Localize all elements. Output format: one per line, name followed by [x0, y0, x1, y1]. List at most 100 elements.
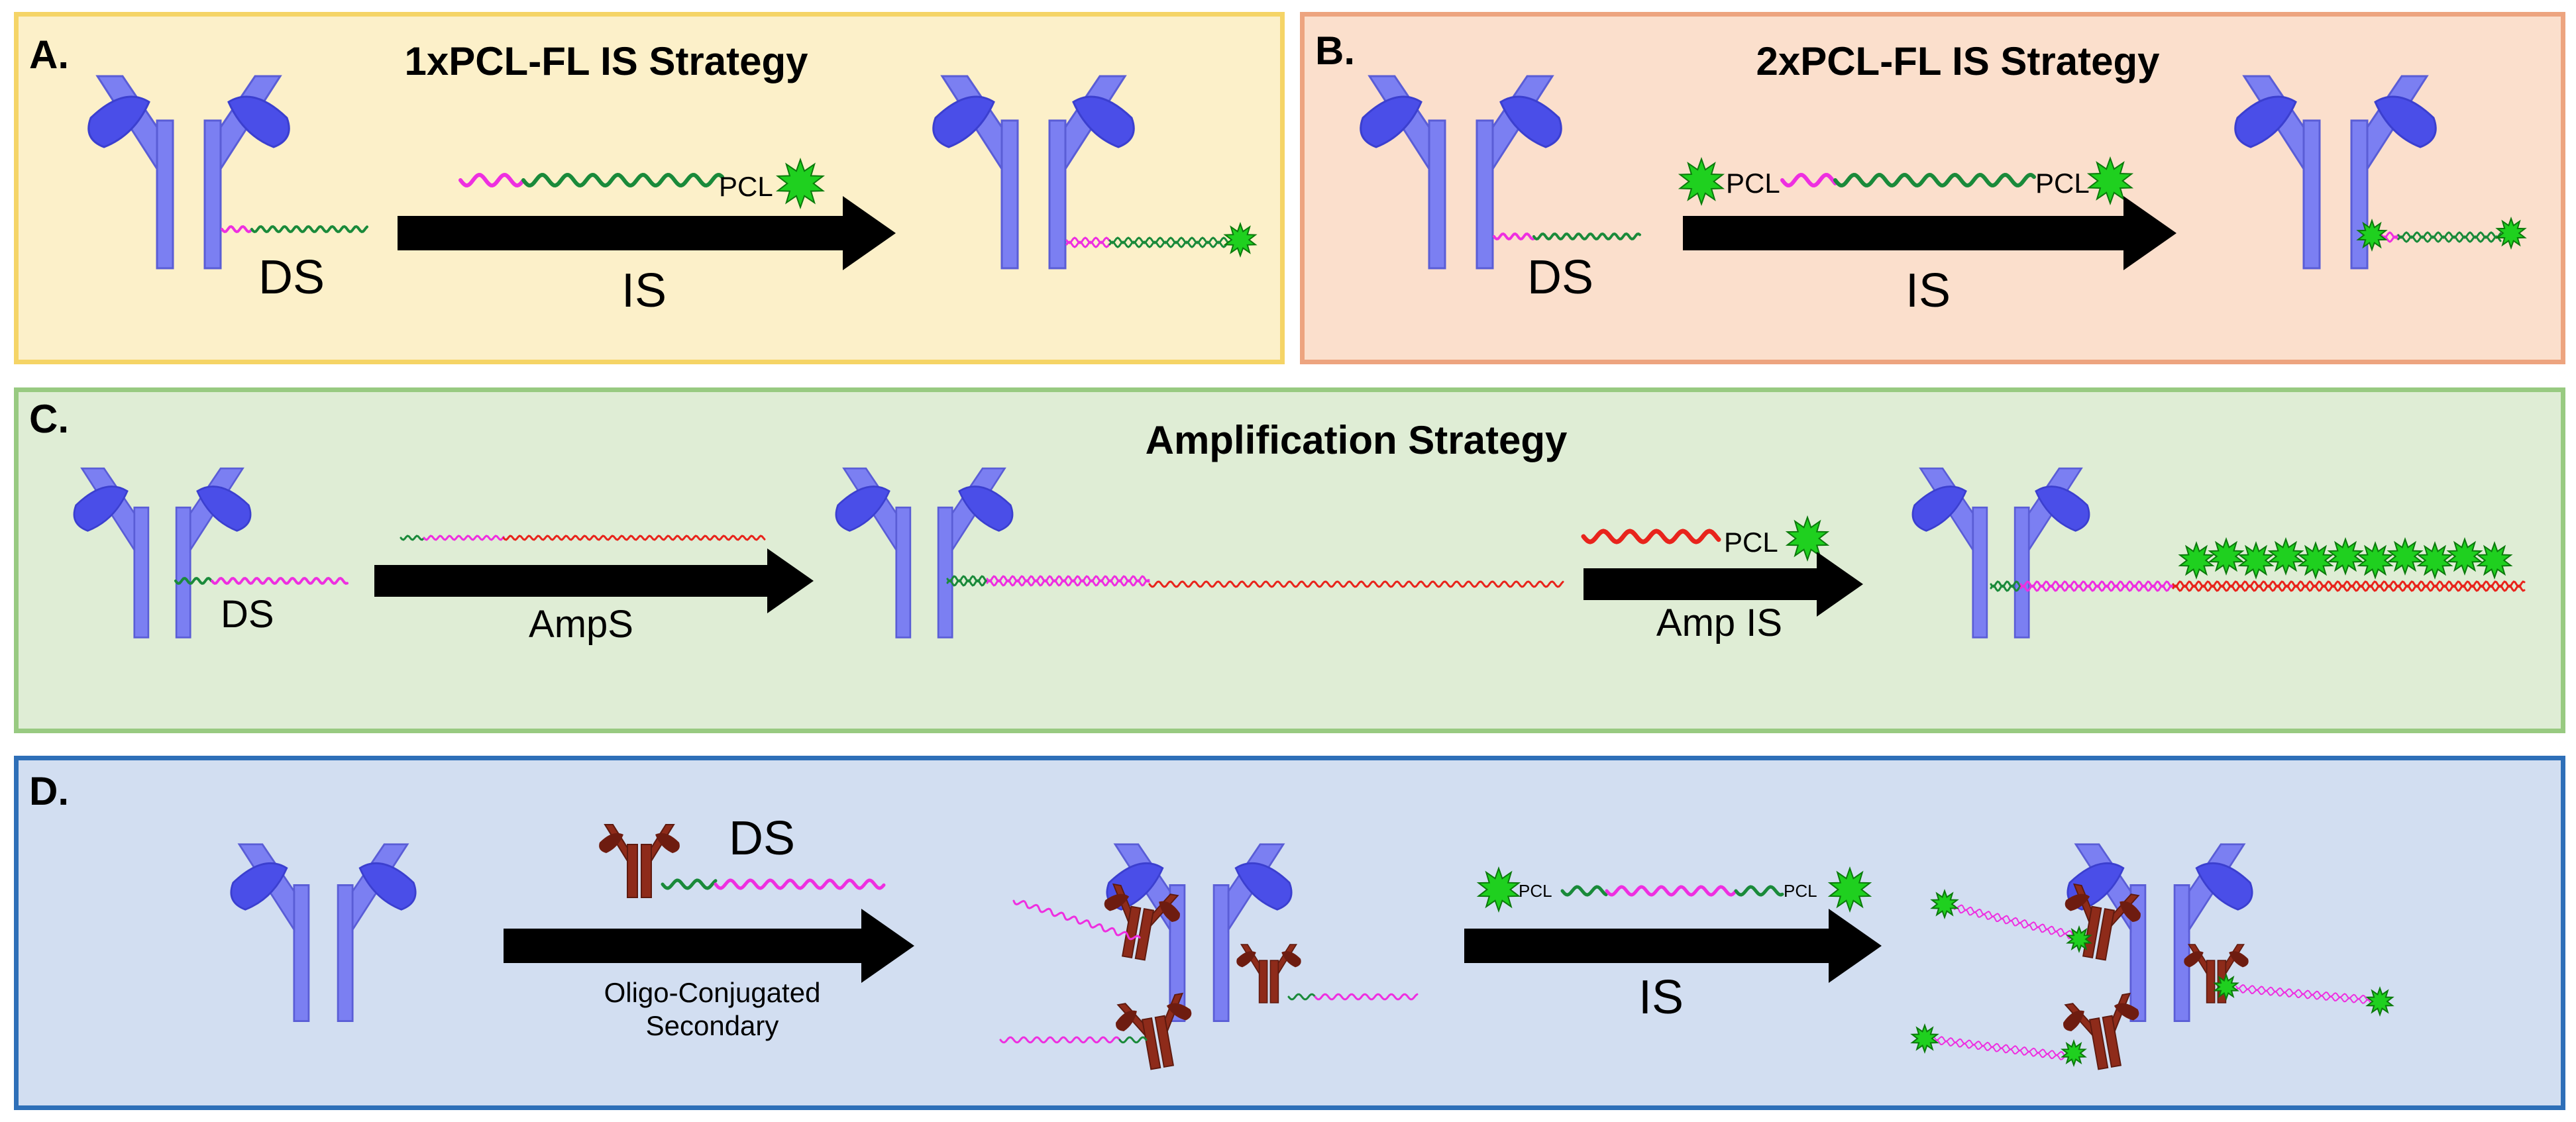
panel-c-title: Amplification Strategy: [1145, 418, 1568, 462]
panel-c-arrow-2: [1583, 552, 1863, 617]
panel-a-label: A.: [29, 32, 69, 77]
panel-b-duplex-pink-bottom: [2381, 235, 2399, 243]
panel-d-pcl-left-label: PCL: [1519, 881, 1552, 901]
panel-d-bound-oligo-pink-1: [1012, 899, 1141, 941]
panel-d-bound-oligo-green-2: [1118, 1036, 1148, 1044]
panel-a-fluorophore-icon: [775, 158, 826, 209]
panel-c-amp-is-label: Amp IS: [1656, 601, 1783, 644]
panel-c-ampis-fluorophore-icon: [1785, 515, 1830, 562]
panel-b-arrow: [1683, 196, 2176, 270]
panel-c-pcl-label: PCL: [1724, 527, 1778, 558]
panel-b-ds-label: DS: [1527, 251, 1594, 304]
panel-d-secondary-antibody-3: [1112, 992, 1201, 1075]
panel-d-final-fluorophore-4-icon: [2061, 1039, 2087, 1067]
panel-c-label: C.: [29, 397, 69, 441]
panel-d-final-duplex-3-top: [2235, 984, 2372, 1001]
panel-b-bound-fluorophore-right-icon: [2495, 216, 2527, 250]
panel-d-bound-oligo-pink-3: [1314, 993, 1419, 1001]
panel-c-amp-strand-red: [1148, 580, 1564, 588]
panel-b-pcl-right-label: PCL: [2035, 168, 2090, 199]
panel-c-amps-label: AmpS: [529, 603, 633, 646]
panel-a-arrow: [398, 196, 896, 270]
panel-d-final-duplex-1-bottom: [1954, 907, 2080, 942]
panel-d-final-duplex-3-bottom: [2235, 988, 2372, 1004]
panel-c-duplex-pink-bottom: [986, 579, 1150, 587]
panel-d-is-oligo-pink: [1605, 885, 1737, 897]
panel-a-is-oligo-green: [521, 172, 724, 188]
panel-b-title: 2xPCL-FL IS Strategy: [1756, 39, 2160, 83]
panel-a-is-label: IS: [621, 264, 667, 317]
panel-b-label: B.: [1315, 28, 1355, 73]
panel-d-bound-oligo-pink-2: [999, 1036, 1121, 1044]
panel-c-duplex-pink-top: [986, 575, 1150, 583]
panel-d-final-fluorophore-6-icon: [2365, 986, 2394, 1017]
panel-a-title: 1xPCL-FL IS Strategy: [404, 39, 808, 83]
panel-b-ds-oligo-green: [1532, 232, 1641, 241]
panel-d-ds-oligo-pink: [714, 878, 886, 890]
panel-d-arrow-2: [1464, 909, 1882, 983]
panel-d-secondary-antibody-4: [1236, 944, 1302, 1003]
panel-c-final-fluorophore-4-icon: [2267, 537, 2304, 576]
panel-c-ampis-oligo-red: [1581, 529, 1721, 544]
panel-d-final-fluorophore-1-icon: [1930, 889, 1959, 919]
panel-a-ds-oligo-green: [250, 225, 368, 234]
panel-c-final-fluorophore-8-icon: [2387, 537, 2424, 576]
panel-d-is-oligo-green-2: [1734, 885, 1784, 897]
panel-c-amps-oligo-red: [502, 535, 766, 541]
panel-c-final-duplex-red-bottom: [2172, 584, 2526, 592]
panel-c-final-fluorophore-10-icon: [2446, 537, 2483, 576]
panel-a-ds-label: DS: [258, 251, 325, 304]
panel-c-final-duplex-pink-bottom: [2019, 584, 2174, 592]
panel-b-is-oligo-pink: [1780, 172, 1837, 188]
panel-d-final-duplex-2-top: [1934, 1036, 2067, 1057]
panel-d-secondary-antibody-7: [2183, 944, 2249, 1003]
panel-c-primary-antibody-2: [835, 467, 1014, 638]
panel-c-ds-oligo-pink: [211, 576, 349, 586]
panel-d-label: D.: [29, 769, 69, 813]
panel-d-bound-oligo-green-3: [1287, 993, 1316, 1001]
panel-c-final-fluorophore-9-icon: [2416, 541, 2453, 580]
panel-c-amps-oligo-green: [400, 535, 425, 541]
panel-c-final-fluorophore-6-icon: [2327, 537, 2364, 576]
panel-c-amps-oligo-pink: [423, 535, 505, 541]
panel-b-fluorophore-left-icon: [1678, 157, 1725, 206]
panel-b-fluorophore-right-icon: [2086, 156, 2134, 205]
panel-c-final-duplex-green-bottom: [1990, 584, 2021, 592]
panel-c-arrow-1: [374, 548, 814, 613]
panel-d-is-fluorophore-left-icon: [1476, 866, 1521, 913]
panel-b-is-label: IS: [1905, 264, 1951, 317]
panel-c-ds-oligo-green: [174, 576, 213, 586]
panel-b-duplex-green-top: [2397, 231, 2502, 239]
panel-c-final-fluorophore-7-icon: [2357, 541, 2394, 580]
panel-c-ds-label: DS: [221, 593, 274, 636]
panel-d-ds-oligo-green: [661, 878, 718, 890]
panel-b-is-oligo-green: [1833, 172, 2036, 188]
panel-b-primary-antibody-2: [2234, 75, 2437, 270]
panel-a-bound-fluorophore-icon: [1223, 222, 1258, 258]
panel-c-final-fluorophore-2-icon: [2208, 537, 2245, 576]
panel-a-duplex-green-top: [1108, 236, 1230, 244]
panel-c-final-fluorophore-1-icon: [2178, 541, 2215, 580]
panel-a-primary-antibody-1: [87, 75, 290, 270]
panel-c-duplex-green-bottom: [946, 579, 989, 587]
panel-d-final-duplex-1-top: [1954, 904, 2081, 937]
panel-b-duplex-green-bottom: [2397, 235, 2502, 243]
panel-d-secondary-label: Secondary: [645, 1010, 779, 1041]
panel-c: [14, 387, 2565, 733]
panel-d-final-fluorophore-2-icon: [2066, 925, 2092, 953]
panel-a-is-oligo-pink: [458, 172, 525, 188]
panel-a-ds-oligo-pink: [221, 225, 252, 234]
panel-d-oligo-conjugated-label: Oligo-Conjugated: [604, 977, 821, 1008]
panel-d-is-fluorophore-right-icon: [1827, 866, 1872, 913]
panel-d-is-oligo-green-1: [1560, 885, 1608, 897]
panel-d-final-fluorophore-5-icon: [2213, 973, 2239, 1001]
panel-a-duplex-pink-bottom: [1065, 240, 1110, 248]
panel-a-pcl-label: PCL: [719, 171, 773, 202]
panel-d-final-fluorophore-3-icon: [1910, 1023, 1939, 1054]
panel-c-final-duplex-green-top: [1990, 580, 2021, 588]
panel-d-is-label: IS: [1638, 971, 1684, 1024]
panel-c-final-fluorophore-11-icon: [2476, 541, 2513, 580]
panel-d-final-duplex-2-bottom: [1934, 1039, 2067, 1060]
panel-a: [14, 12, 1285, 364]
